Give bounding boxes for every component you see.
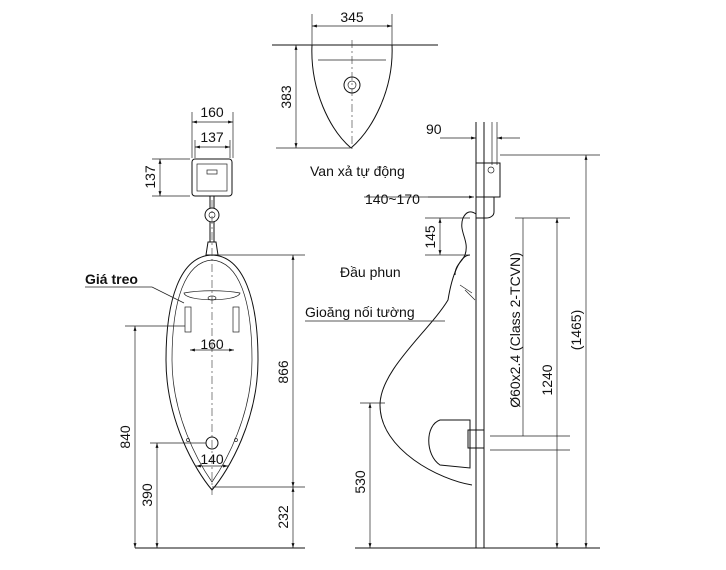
- dim-840: 840: [117, 425, 133, 449]
- label-auto-valve: Van xả tự động: [310, 163, 405, 179]
- dim-390: 390: [139, 483, 155, 507]
- label-hanger: Giá treo: [85, 271, 138, 287]
- dim-383: 383: [278, 85, 294, 109]
- hanger-bracket-right: [232, 306, 240, 333]
- valve-side-box: [475, 162, 501, 198]
- dim-160-hangers: 160: [200, 336, 224, 352]
- flush-valve-box: [191, 158, 233, 197]
- dim-145: 145: [422, 225, 438, 249]
- dim-866: 866: [275, 360, 291, 384]
- label-spray-head: Đầu phun: [340, 264, 401, 280]
- label-wall-gasket: Gioăng nối tường: [305, 304, 415, 320]
- dim-140-outlets: 140: [200, 451, 224, 467]
- dim-232: 232: [275, 505, 291, 529]
- urinal-side-outline: [379, 254, 473, 486]
- dim-160-valve: 160: [200, 104, 224, 120]
- dim-90: 90: [426, 121, 442, 137]
- hanger-bracket-left: [184, 306, 192, 333]
- dim-1465: (1465): [568, 310, 584, 350]
- top-view: 345 383: [272, 9, 438, 150]
- pipe-spec: Ø60x2.4 (Class 2-TCVN): [507, 252, 523, 408]
- front-view: 160 137 137 160 140 Giá treo: [85, 104, 305, 549]
- side-view: 90 140~170 145 Van xả tự động Đầu phun G…: [305, 121, 600, 549]
- dim-530: 530: [352, 470, 368, 494]
- dim-345: 345: [340, 9, 364, 25]
- dim-1240: 1240: [539, 364, 555, 395]
- dim-137-height: 137: [142, 165, 158, 189]
- dim-137-width: 137: [200, 129, 224, 145]
- bowl-top-outline: [311, 44, 393, 149]
- outlet-side: [467, 429, 485, 449]
- dim-140-170: 140~170: [365, 191, 420, 207]
